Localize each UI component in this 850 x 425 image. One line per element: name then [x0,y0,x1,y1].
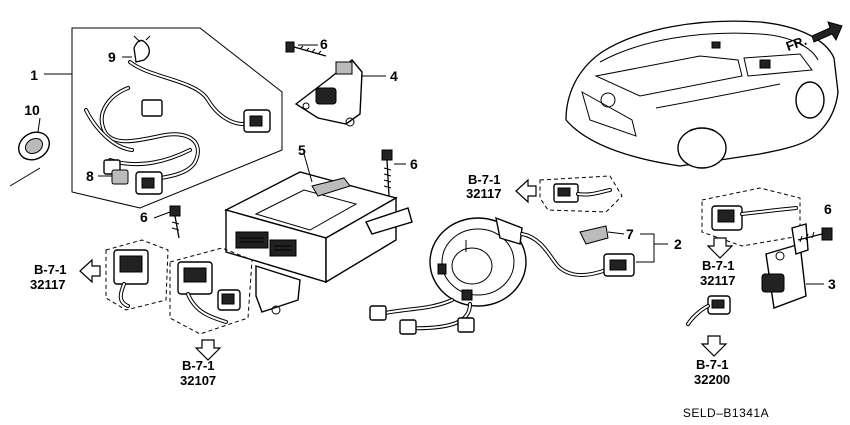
side-sensor-icon [294,59,386,127]
bolt-icon [797,227,833,243]
reel-clip-icon [579,225,625,245]
ref-arrow-down [706,237,734,259]
callout-1: 1 [30,67,38,83]
ref-arrow-left [515,178,537,204]
grommet-icon [17,117,51,161]
ref-arrow-down [194,339,222,361]
harness-group-outline [71,27,283,209]
callout-7: 7 [626,226,634,242]
callout-3: 3 [828,276,836,292]
ref-code-label: 32200 [694,372,730,387]
impact-sensor-icon [761,223,824,309]
callout-4: 4 [390,68,398,84]
ref-code-label: 32107 [180,373,216,388]
callout-6: 6 [140,209,148,225]
cable-reel-icon [369,216,635,335]
harness-connector-icon [141,99,163,117]
clip-icon [122,35,151,63]
ref-section-label: B-7-1 [468,172,501,187]
harness-wire-icon [84,60,252,182]
bolt-icon [153,205,181,239]
ref-arrow-down [700,335,728,357]
harness-clip-icon [98,169,129,185]
ref-section-label: B-7-1 [696,357,729,372]
bolt-icon [285,41,327,57]
front-direction-arrow-icon [811,21,843,43]
ref-section-label: B-7-1 [34,262,67,277]
callout-6: 6 [824,201,832,217]
connector-group-left [105,239,169,311]
ref-code-label: 32117 [466,186,501,201]
ref-arrow-left [79,258,101,284]
callout-6: 6 [320,36,328,52]
divider-line [9,167,41,187]
ref-code-label: 32117 [700,273,735,288]
callout-5: 5 [298,142,306,158]
bolt-icon [381,149,406,197]
connector-group-right [701,187,801,247]
callout-2: 2 [674,236,682,252]
srs-connector-group [169,247,253,335]
callout-8: 8 [86,168,94,184]
harness-group [44,27,283,209]
front-direction-label: FR. [784,33,809,54]
connector-group-middle [539,175,623,213]
ref-code-label: 32117 [30,277,65,292]
drawing-code: SELD–B1341A [683,406,769,420]
bracket-2-7 [636,233,655,263]
callout-9: 9 [108,49,116,65]
srs-unit-icon [224,153,413,315]
callout-6: 6 [410,156,418,172]
vehicle-outline-icon [565,20,839,169]
ref-section-label: B-7-1 [702,258,735,273]
sensor-connector-icon [686,295,731,326]
ref-section-label: B-7-1 [182,358,215,373]
callout-10: 10 [24,102,40,118]
